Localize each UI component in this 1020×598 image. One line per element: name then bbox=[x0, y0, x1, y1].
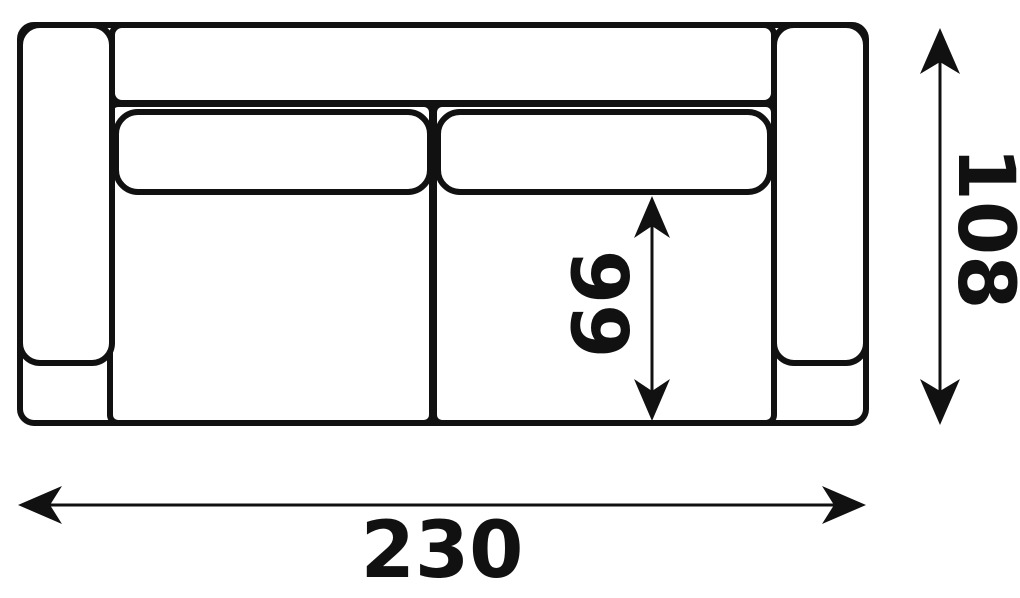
armrest-right bbox=[771, 22, 869, 366]
backrest bbox=[109, 22, 777, 106]
overall-width-arrow-right bbox=[822, 486, 866, 524]
overall-width-dimension: 230 bbox=[18, 486, 866, 596]
overall-width-arrow-left bbox=[18, 486, 62, 524]
armrest-left bbox=[17, 22, 115, 366]
overall-depth-arrow-bottom bbox=[920, 379, 960, 425]
seat-depth-dimension: 66 bbox=[558, 196, 670, 421]
seat-depth-arrow-top bbox=[634, 196, 670, 238]
sofa-plan bbox=[17, 22, 869, 426]
overall-width-label: 230 bbox=[361, 506, 524, 596]
overall-depth-label: 108 bbox=[940, 147, 1020, 310]
overall-depth-arrow-top bbox=[920, 28, 960, 74]
overall-depth-dimension: 108 bbox=[920, 28, 1020, 425]
seat-depth-arrow-bottom bbox=[634, 379, 670, 421]
seat-depth-label: 66 bbox=[558, 250, 648, 359]
back-cushion-right bbox=[435, 109, 773, 195]
back-cushion-left bbox=[113, 109, 433, 195]
